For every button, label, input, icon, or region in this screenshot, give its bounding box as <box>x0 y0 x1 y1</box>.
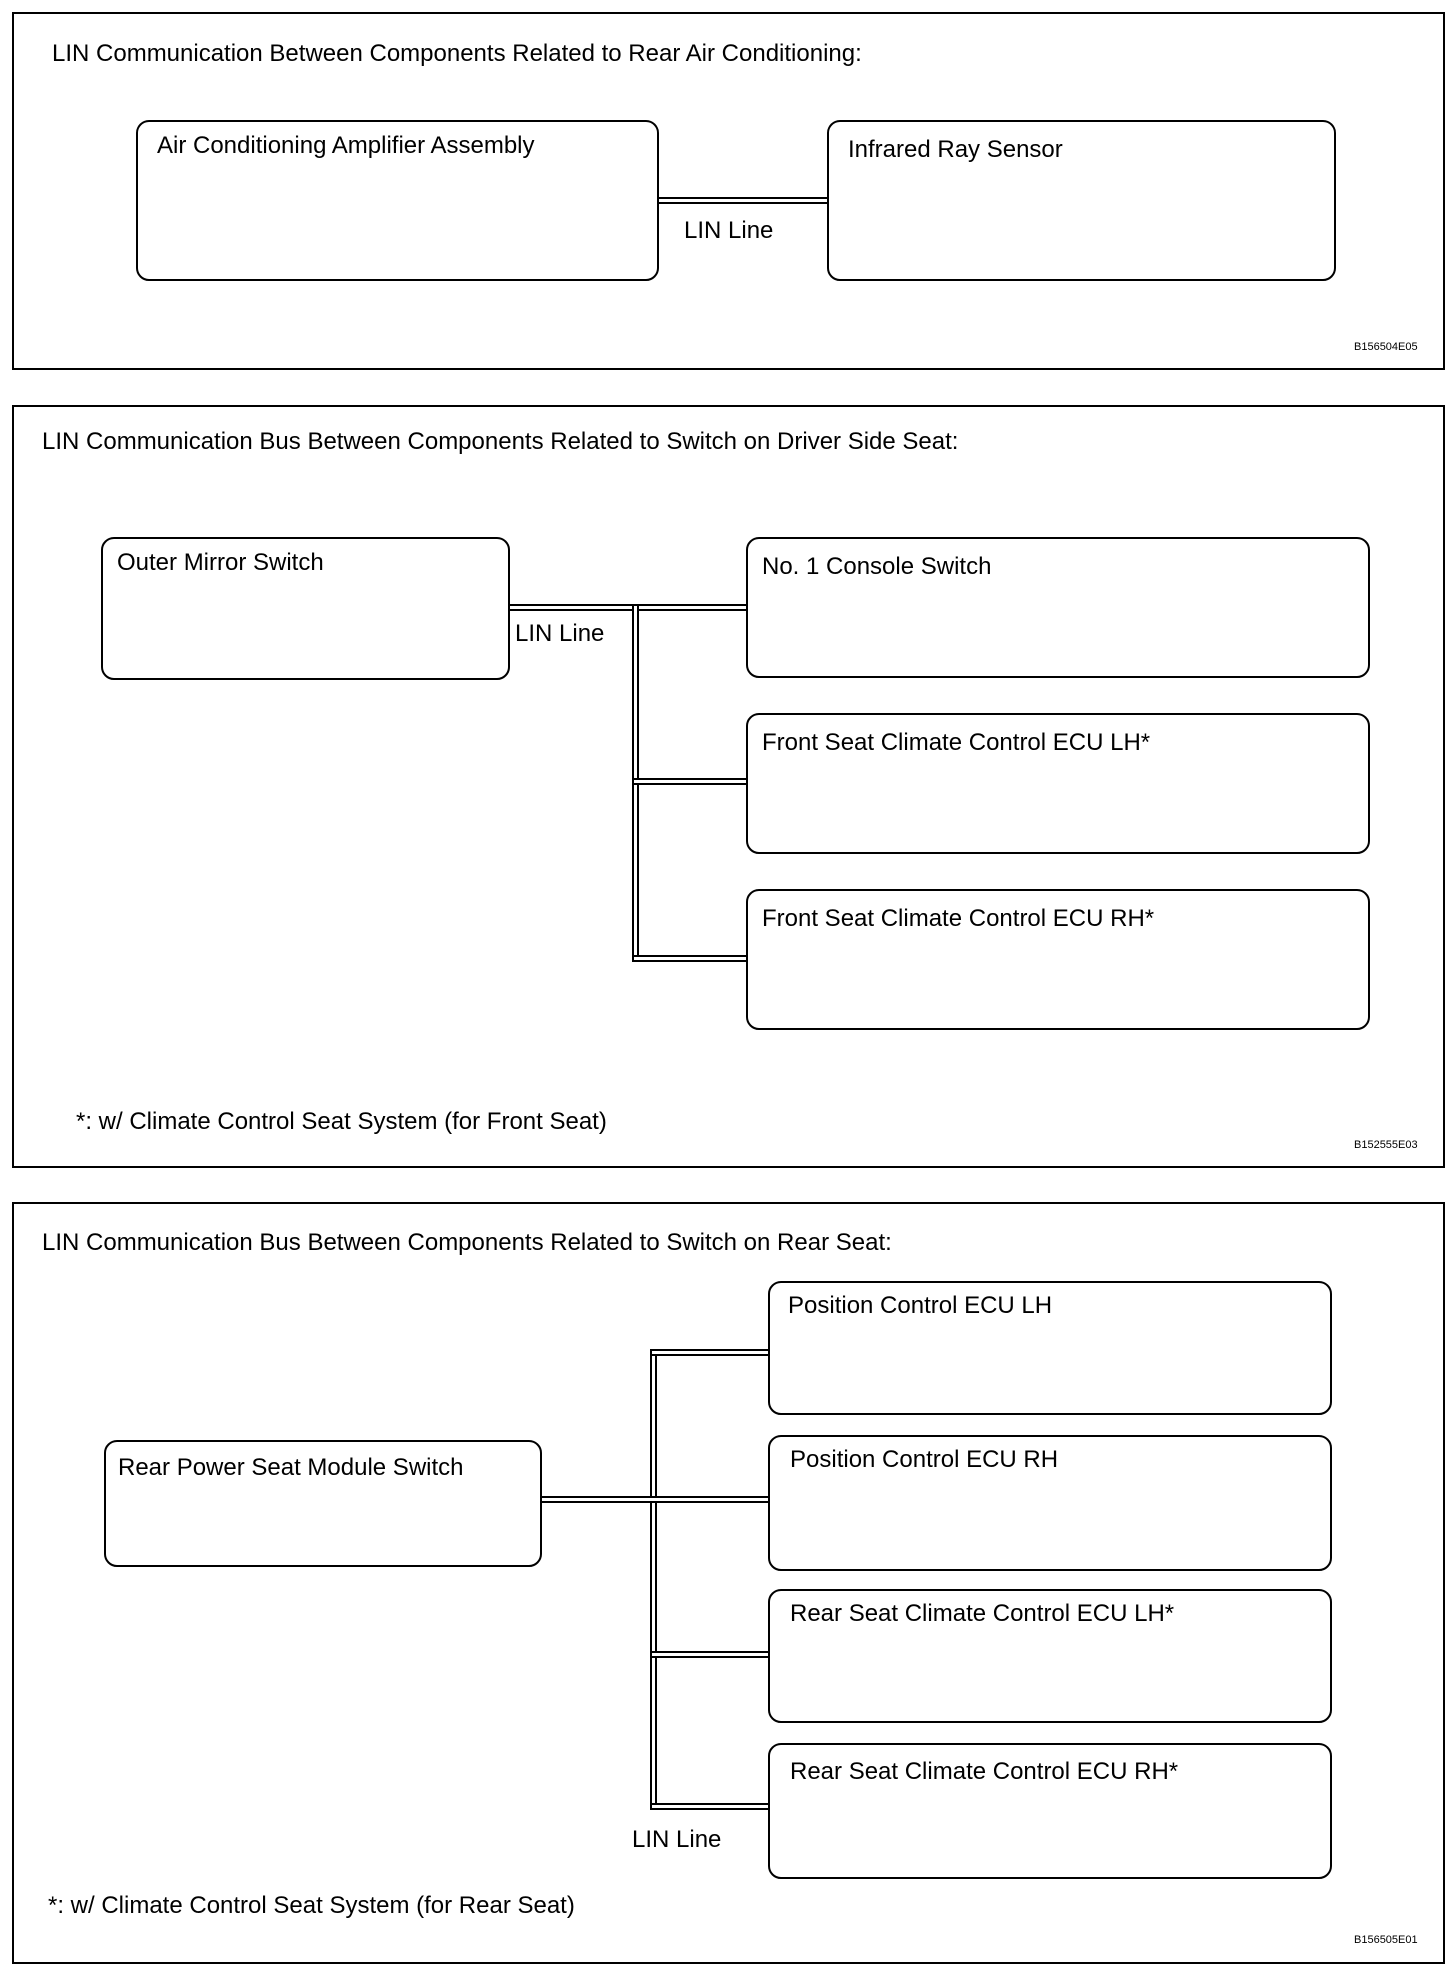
console-switch-box: No. 1 Console Switch <box>746 537 1370 678</box>
lin-line-wire <box>538 1496 771 1503</box>
figure-code: B156505E01 <box>1354 1934 1418 1946</box>
lin-line-wire <box>632 778 749 785</box>
box-label: Position Control ECU LH <box>788 1292 1053 1319</box>
lin-line-label: LIN Line <box>632 1826 722 1853</box>
box-label: Outer Mirror Switch <box>117 549 324 576</box>
lin-line-wire <box>507 604 749 611</box>
lin-line-wire <box>650 1803 771 1810</box>
front-seat-ecu-lh-box: Front Seat Climate Control ECU LH* <box>746 713 1370 854</box>
lin-line-label: LIN Line <box>515 620 605 647</box>
lin-line-wire <box>656 197 830 204</box>
lin-line-wire <box>650 1349 771 1356</box>
front-seat-ecu-rh-box: Front Seat Climate Control ECU RH* <box>746 889 1370 1030</box>
footnote: *: w/ Climate Control Seat System (for R… <box>48 1892 575 1919</box>
box-label: Air Conditioning Amplifier Assembly <box>157 132 535 159</box>
lin-line-wire <box>650 1651 771 1658</box>
lin-line-label: LIN Line <box>684 217 774 244</box>
lin-line-wire <box>632 955 749 962</box>
figure-code: B152555E03 <box>1354 1139 1418 1151</box>
box-label: Front Seat Climate Control ECU LH* <box>762 729 1151 756</box>
ac-amplifier-box: Air Conditioning Amplifier Assembly <box>136 120 659 281</box>
panel-title: LIN Communication Between Components Rel… <box>52 40 862 67</box>
box-label: Infrared Ray Sensor <box>848 136 1063 163</box>
outer-mirror-switch-box: Outer Mirror Switch <box>101 537 510 680</box>
box-label: Rear Seat Climate Control ECU RH* <box>790 1758 1179 1785</box>
position-ecu-lh-box: Position Control ECU LH <box>768 1281 1332 1415</box>
box-label: Position Control ECU RH <box>790 1446 1059 1473</box>
infrared-sensor-box: Infrared Ray Sensor <box>827 120 1336 281</box>
panel-title: LIN Communication Bus Between Components… <box>42 1229 892 1256</box>
rear-seat-ecu-rh-box: Rear Seat Climate Control ECU RH* <box>768 1743 1332 1879</box>
footnote: *: w/ Climate Control Seat System (for F… <box>76 1108 607 1135</box>
box-label: Rear Power Seat Module Switch <box>118 1454 464 1481</box>
box-label: No. 1 Console Switch <box>762 553 992 580</box>
figure-code: B156504E05 <box>1354 341 1418 353</box>
rear-seat-ecu-lh-box: Rear Seat Climate Control ECU LH* <box>768 1589 1332 1723</box>
position-ecu-rh-box: Position Control ECU RH <box>768 1435 1332 1571</box>
rear-power-seat-module-box: Rear Power Seat Module Switch <box>104 1440 542 1567</box>
box-label: Rear Seat Climate Control ECU LH* <box>790 1600 1175 1627</box>
box-label: Front Seat Climate Control ECU RH* <box>762 905 1155 932</box>
lin-line-wire <box>650 1349 657 1810</box>
panel-title: LIN Communication Bus Between Components… <box>42 428 959 455</box>
